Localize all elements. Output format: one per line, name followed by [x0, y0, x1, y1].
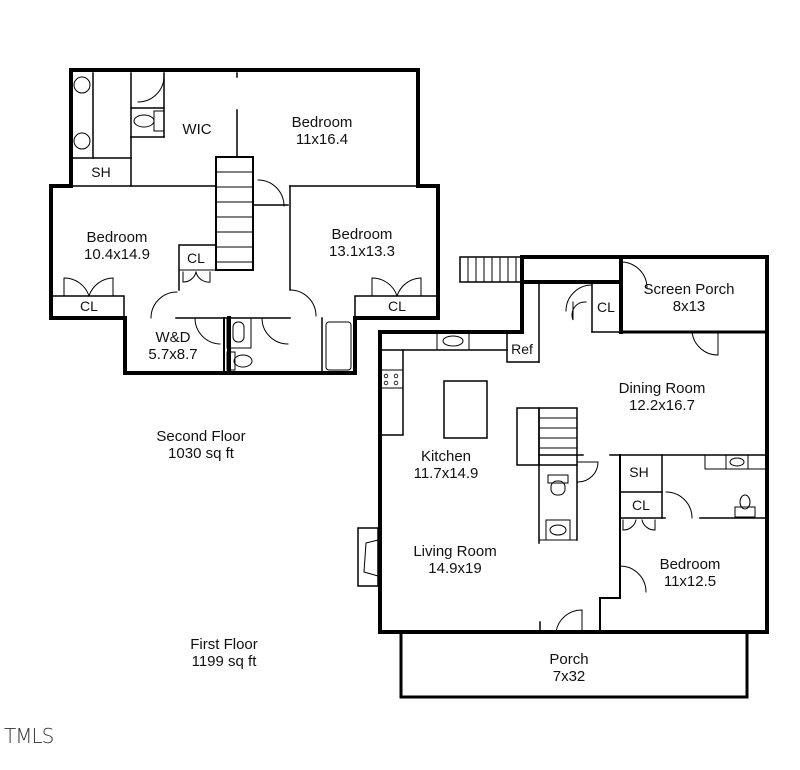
room-name: WIC: [182, 121, 212, 138]
room-name: Bedroom: [659, 556, 721, 573]
room-name: Ref: [511, 341, 533, 357]
room-label-closet-right: CL: [388, 298, 406, 315]
floor-summary-second: Second Floor 1030 sq ft: [156, 428, 245, 462]
floor-summary-first: First Floor 1199 sq ft: [190, 636, 258, 670]
floor-area: 1199 sq ft: [191, 653, 257, 670]
room-label-bedroom-right: Bedroom 13.1x13.3: [329, 226, 395, 260]
room-label-shower: SH: [91, 164, 110, 181]
first-floor-doors: [555, 261, 719, 633]
mls-watermark: TMLS: [4, 724, 54, 748]
room-dims: 13.1x13.3: [329, 243, 395, 260]
first-floor-walls: [357, 255, 769, 699]
floor-area: 1030 sq ft: [168, 445, 234, 462]
room-dims: 5.7x8.7: [148, 346, 198, 363]
room-dims: 12.2x16.7: [629, 397, 695, 414]
room-label-wic: WIC: [182, 121, 211, 138]
room-label-master-bedroom: Bedroom 11x16.4: [292, 114, 353, 148]
room-label-bedroom-left: Bedroom 10.4x14.9: [84, 229, 150, 263]
room-name: SH: [629, 464, 649, 480]
room-label-closet-stairs: CL: [187, 250, 205, 267]
second-floor-walls: [49, 68, 440, 375]
room-name: Porch: [549, 651, 589, 668]
room-name: Screen Porch: [643, 281, 735, 298]
room-label-bedroom-first: Bedroom 11x12.5: [660, 556, 721, 590]
room-name: SH: [91, 164, 111, 180]
room-name: CL: [80, 298, 98, 314]
room-name: CL: [388, 298, 406, 314]
room-label-refrigerator: Ref: [511, 341, 533, 358]
room-name: Bedroom: [86, 229, 148, 246]
room-label-screen-porch: Screen Porch 8x13: [644, 281, 735, 315]
room-name: CL: [597, 299, 615, 315]
room-label-laundry: W&D 5.7x8.7: [148, 329, 197, 363]
floor-name: Second Floor: [156, 428, 246, 445]
room-name: Living Room: [413, 543, 497, 560]
room-dims: 7x32: [552, 668, 586, 685]
second-floor-doors: [63, 75, 422, 345]
room-label-closet-back: CL: [597, 299, 615, 316]
room-name: Bedroom: [331, 226, 393, 243]
room-label-dining-room: Dining Room 12.2x16.7: [619, 380, 706, 414]
room-name: W&D: [155, 329, 191, 346]
room-dims: 14.9x19: [428, 560, 482, 577]
room-label-closet-left: CL: [80, 298, 98, 315]
room-dims: 11x16.4: [295, 131, 349, 148]
room-label-living-room: Living Room 14.9x19: [413, 543, 496, 577]
room-name: Dining Room: [618, 380, 706, 397]
room-dims: 11x12.5: [663, 573, 717, 590]
room-label-closet-first: CL: [632, 497, 650, 514]
room-dims: 10.4x14.9: [84, 246, 150, 263]
room-label-kitchen: Kitchen 11.7x14.9: [414, 448, 479, 482]
room-name: CL: [632, 497, 650, 513]
room-name: Bedroom: [291, 114, 353, 131]
room-name: CL: [187, 250, 205, 266]
room-name: Kitchen: [420, 448, 472, 465]
room-dims: 8x13: [672, 298, 706, 315]
room-dims: 11.7x14.9: [413, 465, 479, 482]
room-label-shower-first: SH: [629, 464, 648, 481]
room-label-porch: Porch 7x32: [549, 651, 588, 685]
floor-name: First Floor: [190, 636, 258, 653]
